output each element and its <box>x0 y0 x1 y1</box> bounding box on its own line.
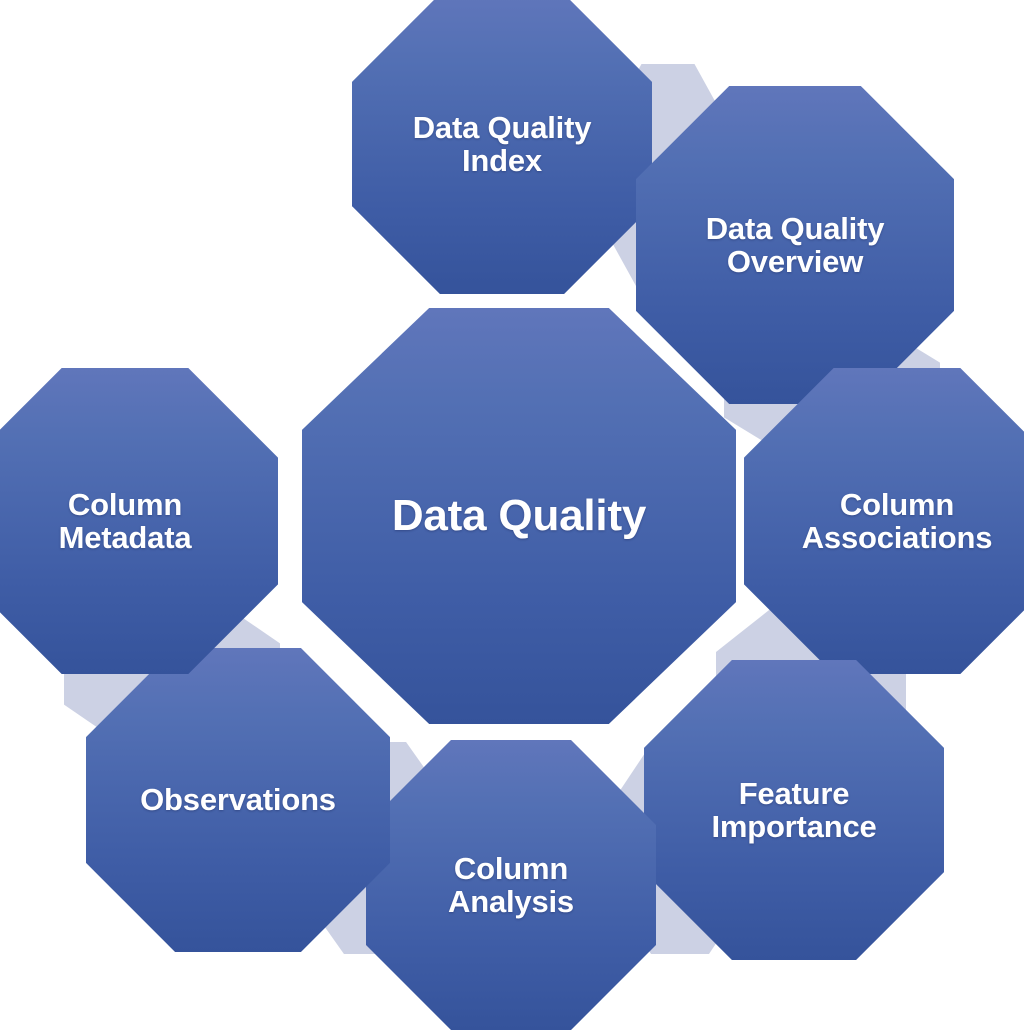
node-label-column-metadata: Column Metadata <box>58 486 192 555</box>
node-column-associations[interactable]: Column Associations <box>744 368 1024 674</box>
node-data-quality-center[interactable]: Data Quality <box>302 308 736 724</box>
node-column-analysis[interactable]: Column Analysis <box>366 740 656 1030</box>
node-observations[interactable]: Observations <box>86 648 390 952</box>
node-label-data-quality-index: Data Quality Index <box>412 109 592 178</box>
node-label-column-associations: Column Associations <box>801 486 993 555</box>
node-data-quality-index[interactable]: Data Quality Index <box>352 0 652 294</box>
node-label-data-quality-overview: Data Quality Overview <box>705 210 885 279</box>
node-column-metadata[interactable]: Column Metadata <box>0 368 278 674</box>
node-label-observations: Observations <box>140 782 336 818</box>
node-label-column-analysis: Column Analysis <box>448 850 574 919</box>
node-label-feature-importance: Feature Importance <box>711 775 877 844</box>
node-data-quality-overview[interactable]: Data Quality Overview <box>636 86 954 404</box>
node-label-data-quality-center: Data Quality <box>391 491 647 541</box>
node-feature-importance[interactable]: Feature Importance <box>644 660 944 960</box>
